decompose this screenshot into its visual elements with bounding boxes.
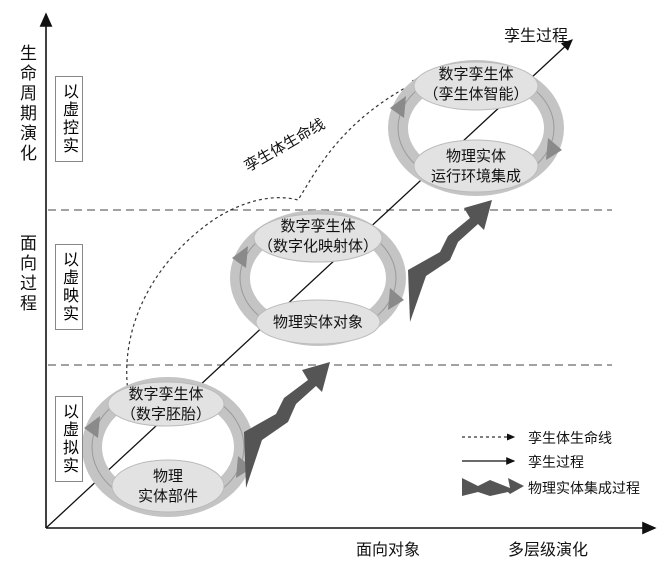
x-axis-label-objects: 面向对象: [356, 540, 421, 559]
phase-box-simulate: 以虚拟实: [55, 396, 83, 482]
integration-arrow-upper: [408, 200, 492, 322]
y-axis-label: 生命周期演化: [16, 44, 36, 164]
x-axis-label-evolution: 多层级演化: [508, 540, 589, 559]
middle-cycle: [230, 210, 406, 346]
phase-box-control: 以虚控实: [55, 76, 83, 162]
top-upper-ellipse: [413, 61, 539, 111]
bottom-cycle: [82, 377, 254, 517]
top-upper-text: 数字孪生体 （孪生体智能）: [423, 65, 529, 103]
phase-box-map: 以虚映实: [55, 244, 83, 330]
top-lower-ellipse: [413, 139, 539, 193]
legend-lifeline-label: 孪生体生命线: [528, 431, 612, 447]
top-cycle: [388, 60, 564, 196]
diagonal-label: 孪生过程: [504, 26, 569, 45]
middle-upper-text: 数字孪生体 （数字化映射体）: [257, 217, 378, 255]
bottom-upper-ellipse: [107, 381, 225, 427]
top-lower-text: 物理实体 运行环境集成: [430, 147, 521, 185]
middle-lower-text: 物理实体对象: [272, 313, 363, 331]
legend-integration-arrow: [462, 478, 524, 496]
middle-upper-ellipse: [253, 213, 383, 263]
y-axis-mid-label: 面向过程: [16, 234, 36, 314]
bottom-lower-ellipse: [111, 459, 225, 513]
integration-arrow-lower: [244, 362, 330, 488]
lifeline-curve: [126, 79, 422, 393]
bottom-lower-text: 物理 实体部件: [137, 467, 198, 505]
legend-process-label: 孪生过程: [528, 455, 584, 471]
twin-process-diagonal: [45, 39, 573, 529]
legend-integration-label: 物理实体集成过程: [528, 481, 640, 497]
middle-lower-ellipse: [255, 299, 381, 345]
bottom-upper-text: 数字孪生体 （数字胚胎）: [120, 385, 211, 423]
